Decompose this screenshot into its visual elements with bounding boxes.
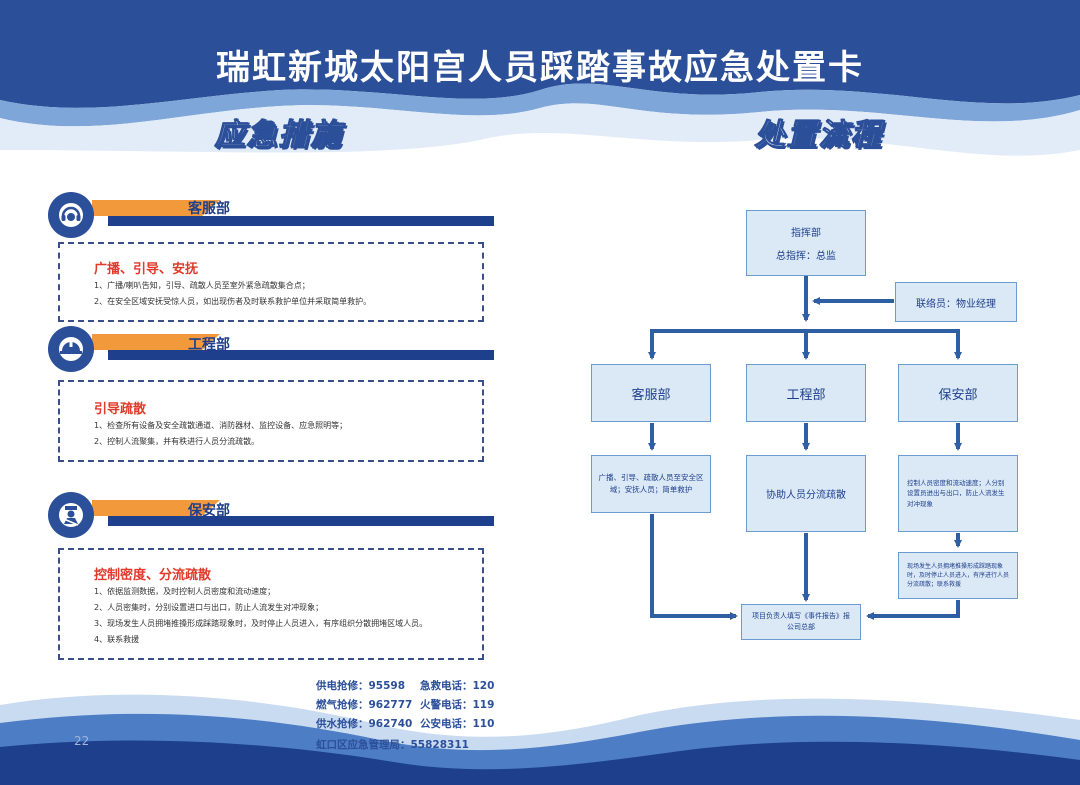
measure-line: 2、控制人流聚集，并有秩进行人员分流疏散。	[94, 437, 260, 446]
dept-section-security: 保安部 控制密度、分流疏散 1、依据监测数据，及时控制人员密度和流动速度； 2、…	[48, 492, 495, 662]
dept-orange-bar	[92, 500, 220, 516]
node-action-security-2: 现场发生人员拥堵推搡形成踩踏现象时，及时停止人员进入，有序进行人员分流疏散；联系…	[898, 552, 1018, 599]
hotline-emergency: 急救电话：120	[420, 680, 495, 692]
node-action-engineering: 协助人员分流疏散	[746, 455, 866, 532]
box-title-security: 控制密度、分流疏散	[94, 568, 212, 583]
node-report: 项目负责人填写《事件报告》报公司总部	[741, 604, 861, 640]
measure-line: 4、联系救援	[94, 635, 140, 644]
measure-line: 1、依据监测数据，及时控制人员密度和流动速度；	[94, 587, 276, 596]
node-dept-customer: 客服部	[591, 364, 711, 422]
measures-box-security: 控制密度、分流疏散 1、依据监测数据，及时控制人员密度和流动速度； 2、人员密集…	[58, 548, 484, 660]
hotline-district: 虹口区应急管理局：55828311	[316, 739, 469, 751]
dept-section-engineering: 工程部 引导疏散 1、检查所有设备及安全疏散通道、消防器材、监控设备、应急照明等…	[48, 326, 495, 466]
page-title: 瑞虹新城太阳宫人员踩踏事故应急处置卡	[216, 48, 864, 88]
arrow-customer-report	[650, 514, 738, 620]
right-section-heading: 处置流程	[755, 118, 883, 154]
node-action-customer: 广播、引导、疏散人员至安全区域；安抚人员；简单救护	[591, 455, 711, 513]
hotline-power: 供电抢修：95598	[316, 680, 406, 692]
hotline-water: 供水抢修：962740	[316, 718, 413, 730]
node-dept-security: 保安部	[898, 364, 1018, 422]
dept-name-security: 保安部	[188, 503, 230, 519]
dept-section-customer-service: 客服部 广播、引导、安抚 1、广播/喇叭告知，引导、疏散人员至室外紧急疏散集合点…	[48, 192, 495, 322]
hotline-gas: 燃气抢修：962777	[316, 699, 413, 711]
dept-orange-bar	[92, 200, 220, 216]
dept-blue-bar	[108, 216, 494, 226]
dept-blue-bar	[108, 516, 494, 526]
node-liaison: 联络员：物业经理	[895, 282, 1017, 322]
measure-line: 2、人员密集时，分别设置进口与出口，防止人流发生对冲现象；	[94, 603, 324, 612]
node-dept-engineering: 工程部	[746, 364, 866, 422]
dept-orange-bar	[92, 334, 220, 350]
measures-box-customer: 广播、引导、安抚 1、广播/喇叭告知，引导、疏散人员至室外紧急疏散集合点； 2、…	[58, 242, 484, 322]
footer-wave	[0, 694, 1080, 785]
measure-line: 1、检查所有设备及安全疏散通道、消防器材、监控设备、应急照明等；	[94, 421, 348, 430]
headset-icon	[48, 192, 94, 238]
box-title-customer: 广播、引导、安抚	[94, 262, 199, 277]
node-command: 指挥部 总指挥：总监	[746, 210, 866, 276]
hotline-police: 公安电话：110	[420, 718, 495, 730]
header-wave	[0, 0, 1080, 156]
box-title-engineering: 引导疏散	[94, 402, 147, 417]
left-section-heading: 应急措施	[215, 118, 343, 154]
measures-box-engineering: 引导疏散 1、检查所有设备及安全疏散通道、消防器材、监控设备、应急照明等； 2、…	[58, 380, 484, 462]
hotline-fire: 火警电话：119	[420, 699, 495, 711]
dept-blue-bar	[108, 350, 494, 360]
dept-name-customer: 客服部	[188, 201, 230, 217]
measure-line: 2、在安全区域安抚受惊人员，如出现伤者及时联系救护单位并采取简单救护。	[94, 297, 372, 306]
measure-line: 1、广播/喇叭告知，引导、疏散人员至室外紧急疏散集合点；	[94, 281, 310, 290]
page-number: 22	[74, 734, 90, 748]
dept-name-engineering: 工程部	[188, 337, 230, 353]
command-sub: 总指挥：总监	[776, 251, 836, 262]
command-title: 指挥部	[791, 228, 821, 239]
arrow-security-report	[866, 600, 960, 620]
measure-line: 3、现场发生人员拥堵推搡形成踩踏现象时，及时停止人员进入，有序组织分散拥堵区域人…	[94, 619, 428, 628]
hardhat-icon	[48, 326, 94, 372]
node-action-security: 控制人员密度和流动速度；人分别设置员进出与出口，防止人流发生对冲现象	[898, 455, 1018, 532]
guard-icon	[48, 492, 94, 538]
